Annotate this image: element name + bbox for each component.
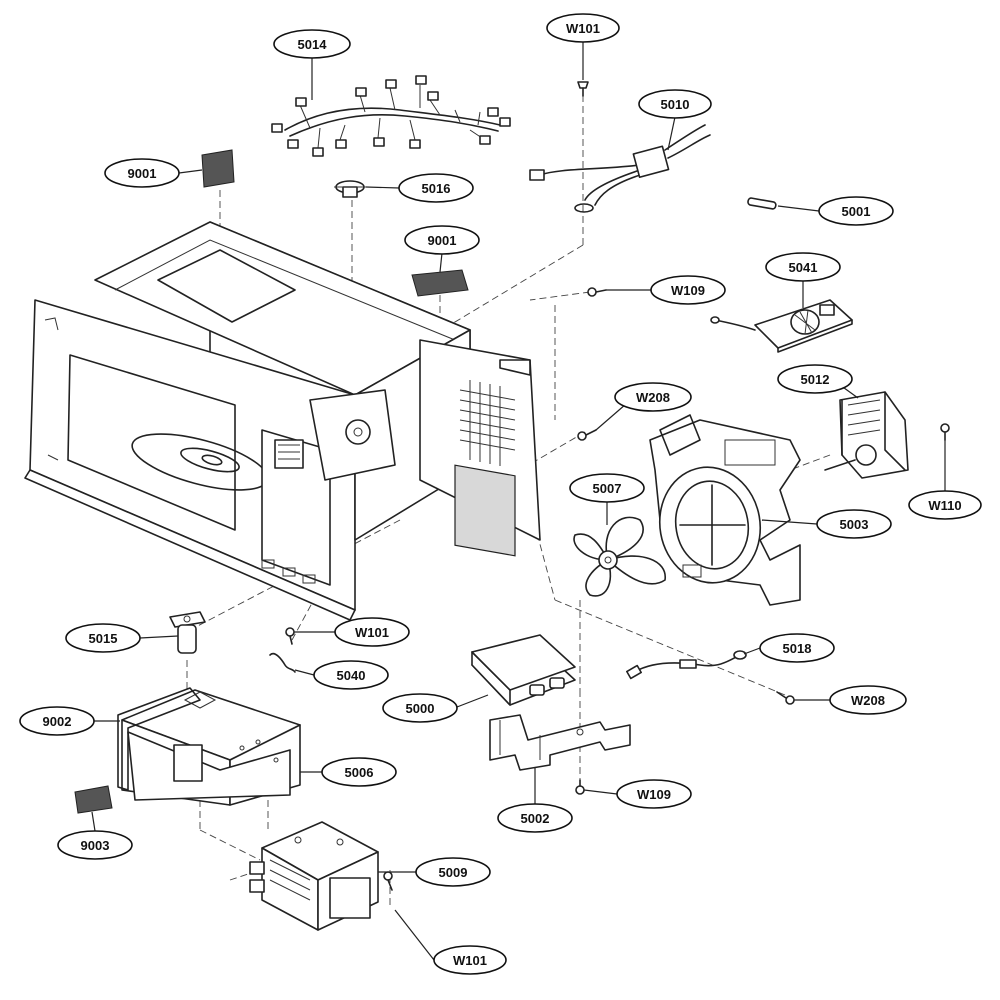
label-w101-mid: W101 (355, 625, 389, 640)
callout-5016[interactable]: 5016 (365, 173, 474, 203)
callout-5002[interactable]: 5002 (497, 768, 573, 833)
callout-9001-b[interactable]: 9001 (404, 225, 480, 273)
callout-w101-top[interactable]: W101 (546, 13, 620, 80)
fan-blade-5007[interactable] (573, 516, 666, 597)
callout-9003[interactable]: 9003 (57, 811, 133, 860)
oven-cavity[interactable] (24, 221, 541, 621)
wire-harness-5014[interactable] (271, 75, 511, 157)
label-w109-top: W109 (671, 283, 705, 298)
callout-w101-bottom[interactable]: W101 (394, 909, 507, 975)
power-cord-5010[interactable] (529, 124, 711, 213)
callout-5040[interactable]: 5040 (294, 660, 389, 690)
fan-bracket-5003[interactable] (649, 414, 801, 606)
diode-5018[interactable] (626, 650, 747, 680)
thermostat-5016[interactable] (334, 180, 366, 198)
screw-w208-bottom[interactable] (776, 691, 795, 705)
label-5007: 5007 (593, 481, 622, 496)
insulation-pad-9003[interactable] (74, 785, 113, 814)
callout-w208-bottom[interactable]: W208 (794, 685, 907, 715)
label-5010: 5010 (661, 97, 690, 112)
label-5009: 5009 (439, 865, 468, 880)
callout-5000[interactable]: 5000 (382, 693, 489, 723)
magnetron-5009[interactable] (249, 821, 379, 931)
label-9003: 9003 (81, 838, 110, 853)
callout-5012[interactable]: 5012 (777, 364, 859, 399)
callout-5001[interactable]: 5001 (777, 196, 894, 226)
callout-w208-top[interactable]: W208 (595, 382, 692, 431)
frame-9002[interactable] (117, 687, 201, 791)
fuse-holder-5015[interactable] (169, 611, 206, 654)
label-5018: 5018 (783, 641, 812, 656)
callout-5041[interactable]: 5041 (765, 252, 841, 308)
label-5012: 5012 (801, 372, 830, 387)
label-5003: 5003 (840, 517, 869, 532)
screw-w109-top[interactable] (587, 287, 607, 297)
callout-w101-mid[interactable]: W101 (294, 617, 410, 647)
insulation-pad-9001-b[interactable] (411, 269, 469, 297)
screw-w208-top[interactable] (577, 429, 597, 441)
label-9002: 9002 (43, 714, 72, 729)
label-w101-bottom: W101 (453, 953, 487, 968)
callout-w109-bottom[interactable]: W109 (583, 779, 692, 809)
callout-5015[interactable]: 5015 (65, 623, 179, 653)
callout-w110[interactable]: W110 (908, 440, 982, 520)
capacitor-bracket-5002[interactable] (489, 714, 631, 771)
label-5040: 5040 (337, 668, 366, 683)
callout-9001-a[interactable]: 9001 (104, 158, 203, 188)
screw-w101-bottom[interactable] (383, 871, 393, 891)
label-w208-top: W208 (636, 390, 670, 405)
capacitor-5000[interactable] (471, 634, 576, 706)
label-5001: 5001 (842, 204, 871, 219)
label-5002: 5002 (521, 811, 550, 826)
label-w110: W110 (928, 498, 961, 513)
callout-w109-top[interactable]: W109 (606, 275, 726, 305)
label-w109-bottom: W109 (637, 787, 671, 802)
callout-9002[interactable]: 9002 (19, 706, 120, 736)
label-9001-a: 9001 (128, 166, 157, 181)
screw-w101-mid[interactable] (285, 627, 295, 645)
screw-w101-top[interactable] (577, 81, 589, 97)
callout-5009[interactable]: 5009 (378, 857, 491, 887)
fuse-5001[interactable] (747, 197, 777, 210)
label-5015: 5015 (89, 631, 118, 646)
label-9001-b: 9001 (428, 233, 457, 248)
callout-5014[interactable]: 5014 (273, 29, 351, 100)
transformer-housing-5006[interactable] (121, 689, 301, 806)
fan-motor-5012[interactable] (824, 391, 909, 479)
label-w101-top: W101 (566, 21, 600, 36)
callout-5006[interactable]: 5006 (300, 757, 397, 787)
spring-5040[interactable] (269, 652, 296, 673)
callout-5010[interactable]: 5010 (638, 89, 712, 151)
label-5000: 5000 (406, 701, 435, 716)
label-5006: 5006 (345, 765, 374, 780)
label-w208-bottom: W208 (851, 693, 885, 708)
insulation-pad-9001[interactable] (201, 149, 235, 188)
callout-5003[interactable]: 5003 (761, 509, 892, 539)
callout-5018[interactable]: 5018 (743, 633, 835, 663)
screw-w109-bottom[interactable] (575, 779, 585, 795)
label-5014: 5014 (298, 37, 328, 52)
label-5016: 5016 (422, 181, 451, 196)
noise-filter-5041[interactable] (710, 299, 853, 353)
callout-5007[interactable]: 5007 (569, 473, 645, 525)
screw-w110[interactable] (940, 423, 950, 441)
label-5041: 5041 (789, 260, 818, 275)
